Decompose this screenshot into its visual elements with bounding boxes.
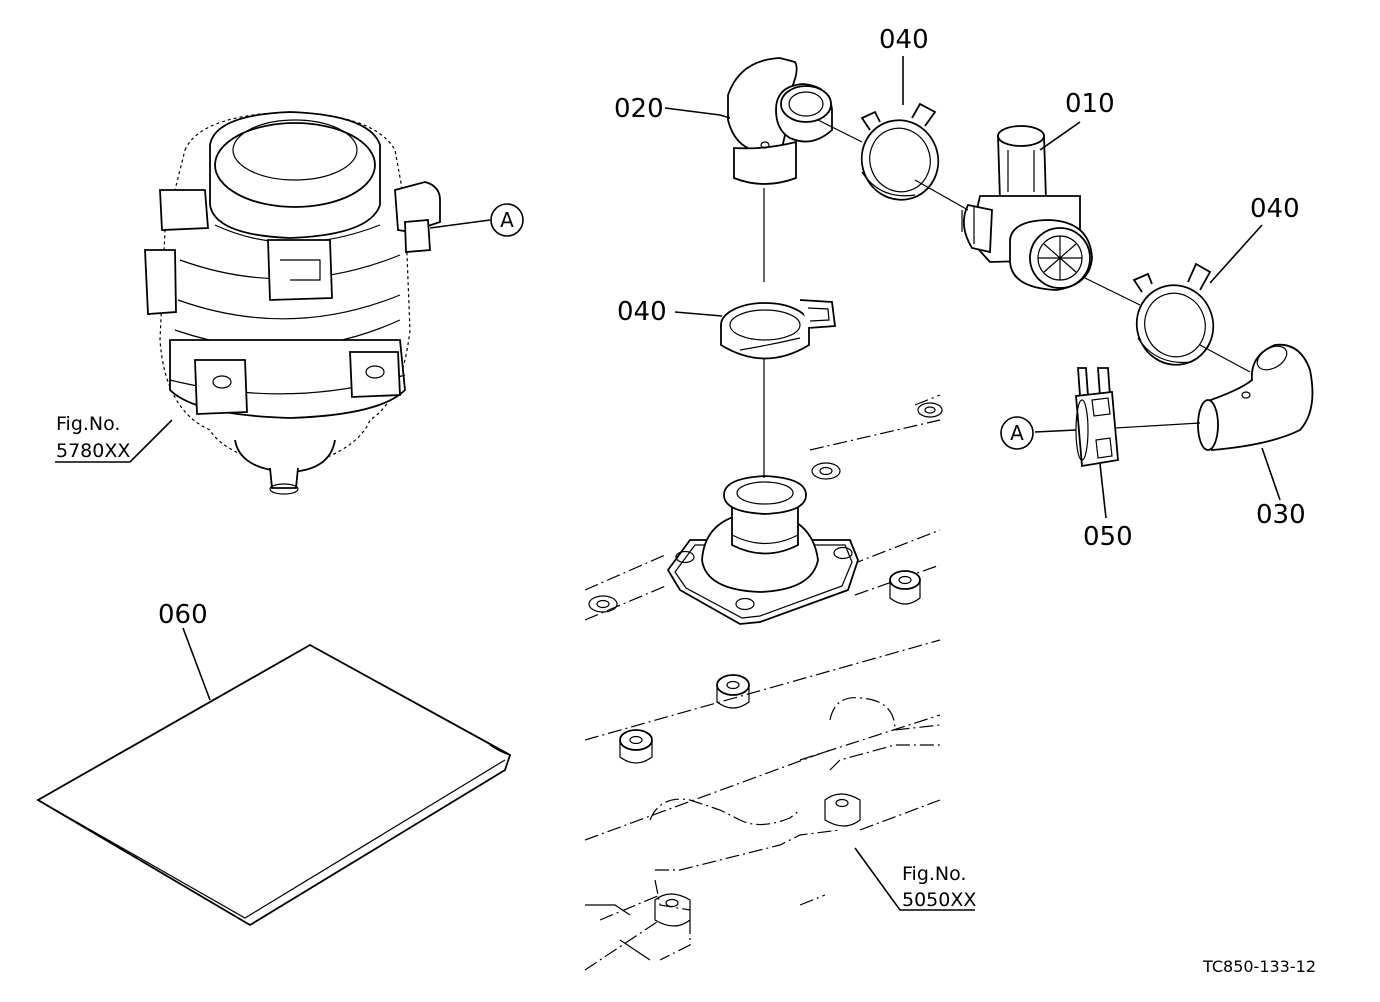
part-label-060: 060 — [158, 600, 208, 630]
fig-ref-5780xx-line1: Fig.No. — [56, 413, 120, 435]
instruction-sheet-illustration — [36, 643, 512, 927]
hose-elbow-illustration — [1197, 343, 1314, 451]
fig-ref-5780xx-line2: 5780XX — [56, 440, 130, 462]
part-label-020: 020 — [614, 94, 664, 124]
drawing-code: TC850-133-12 — [1202, 957, 1316, 976]
fig-ref-5050xx-line1: Fig.No. — [902, 863, 966, 885]
part-label-010: 010 — [1065, 89, 1115, 119]
callout-marker-a-right: A — [1000, 416, 1034, 450]
leader-lines — [55, 56, 1281, 911]
callout-letter: A — [500, 208, 514, 232]
part-label-040-top: 040 — [879, 25, 929, 55]
hose-clamp-right-illustration — [1132, 262, 1215, 366]
fig-ref-5050xx-line2: 5050XX — [902, 889, 976, 911]
air-cleaner-assembly-illustration — [144, 111, 441, 495]
hose-clamp-center-illustration — [720, 299, 837, 360]
part-label-040-right: 040 — [1250, 194, 1300, 224]
solenoid-valve-illustration — [961, 125, 1093, 291]
callout-marker-a-left: A — [490, 203, 524, 237]
hose-clip-illustration — [1075, 367, 1119, 468]
part-label-030: 030 — [1256, 500, 1306, 530]
part-label-050: 050 — [1083, 522, 1133, 552]
callout-letter: A — [1010, 421, 1024, 445]
part-label-040-center: 040 — [617, 297, 667, 327]
elbow-fitting-illustration — [727, 57, 833, 185]
hose-clamp-top-illustration — [860, 102, 940, 201]
cylinder-head-illustration — [584, 394, 943, 971]
